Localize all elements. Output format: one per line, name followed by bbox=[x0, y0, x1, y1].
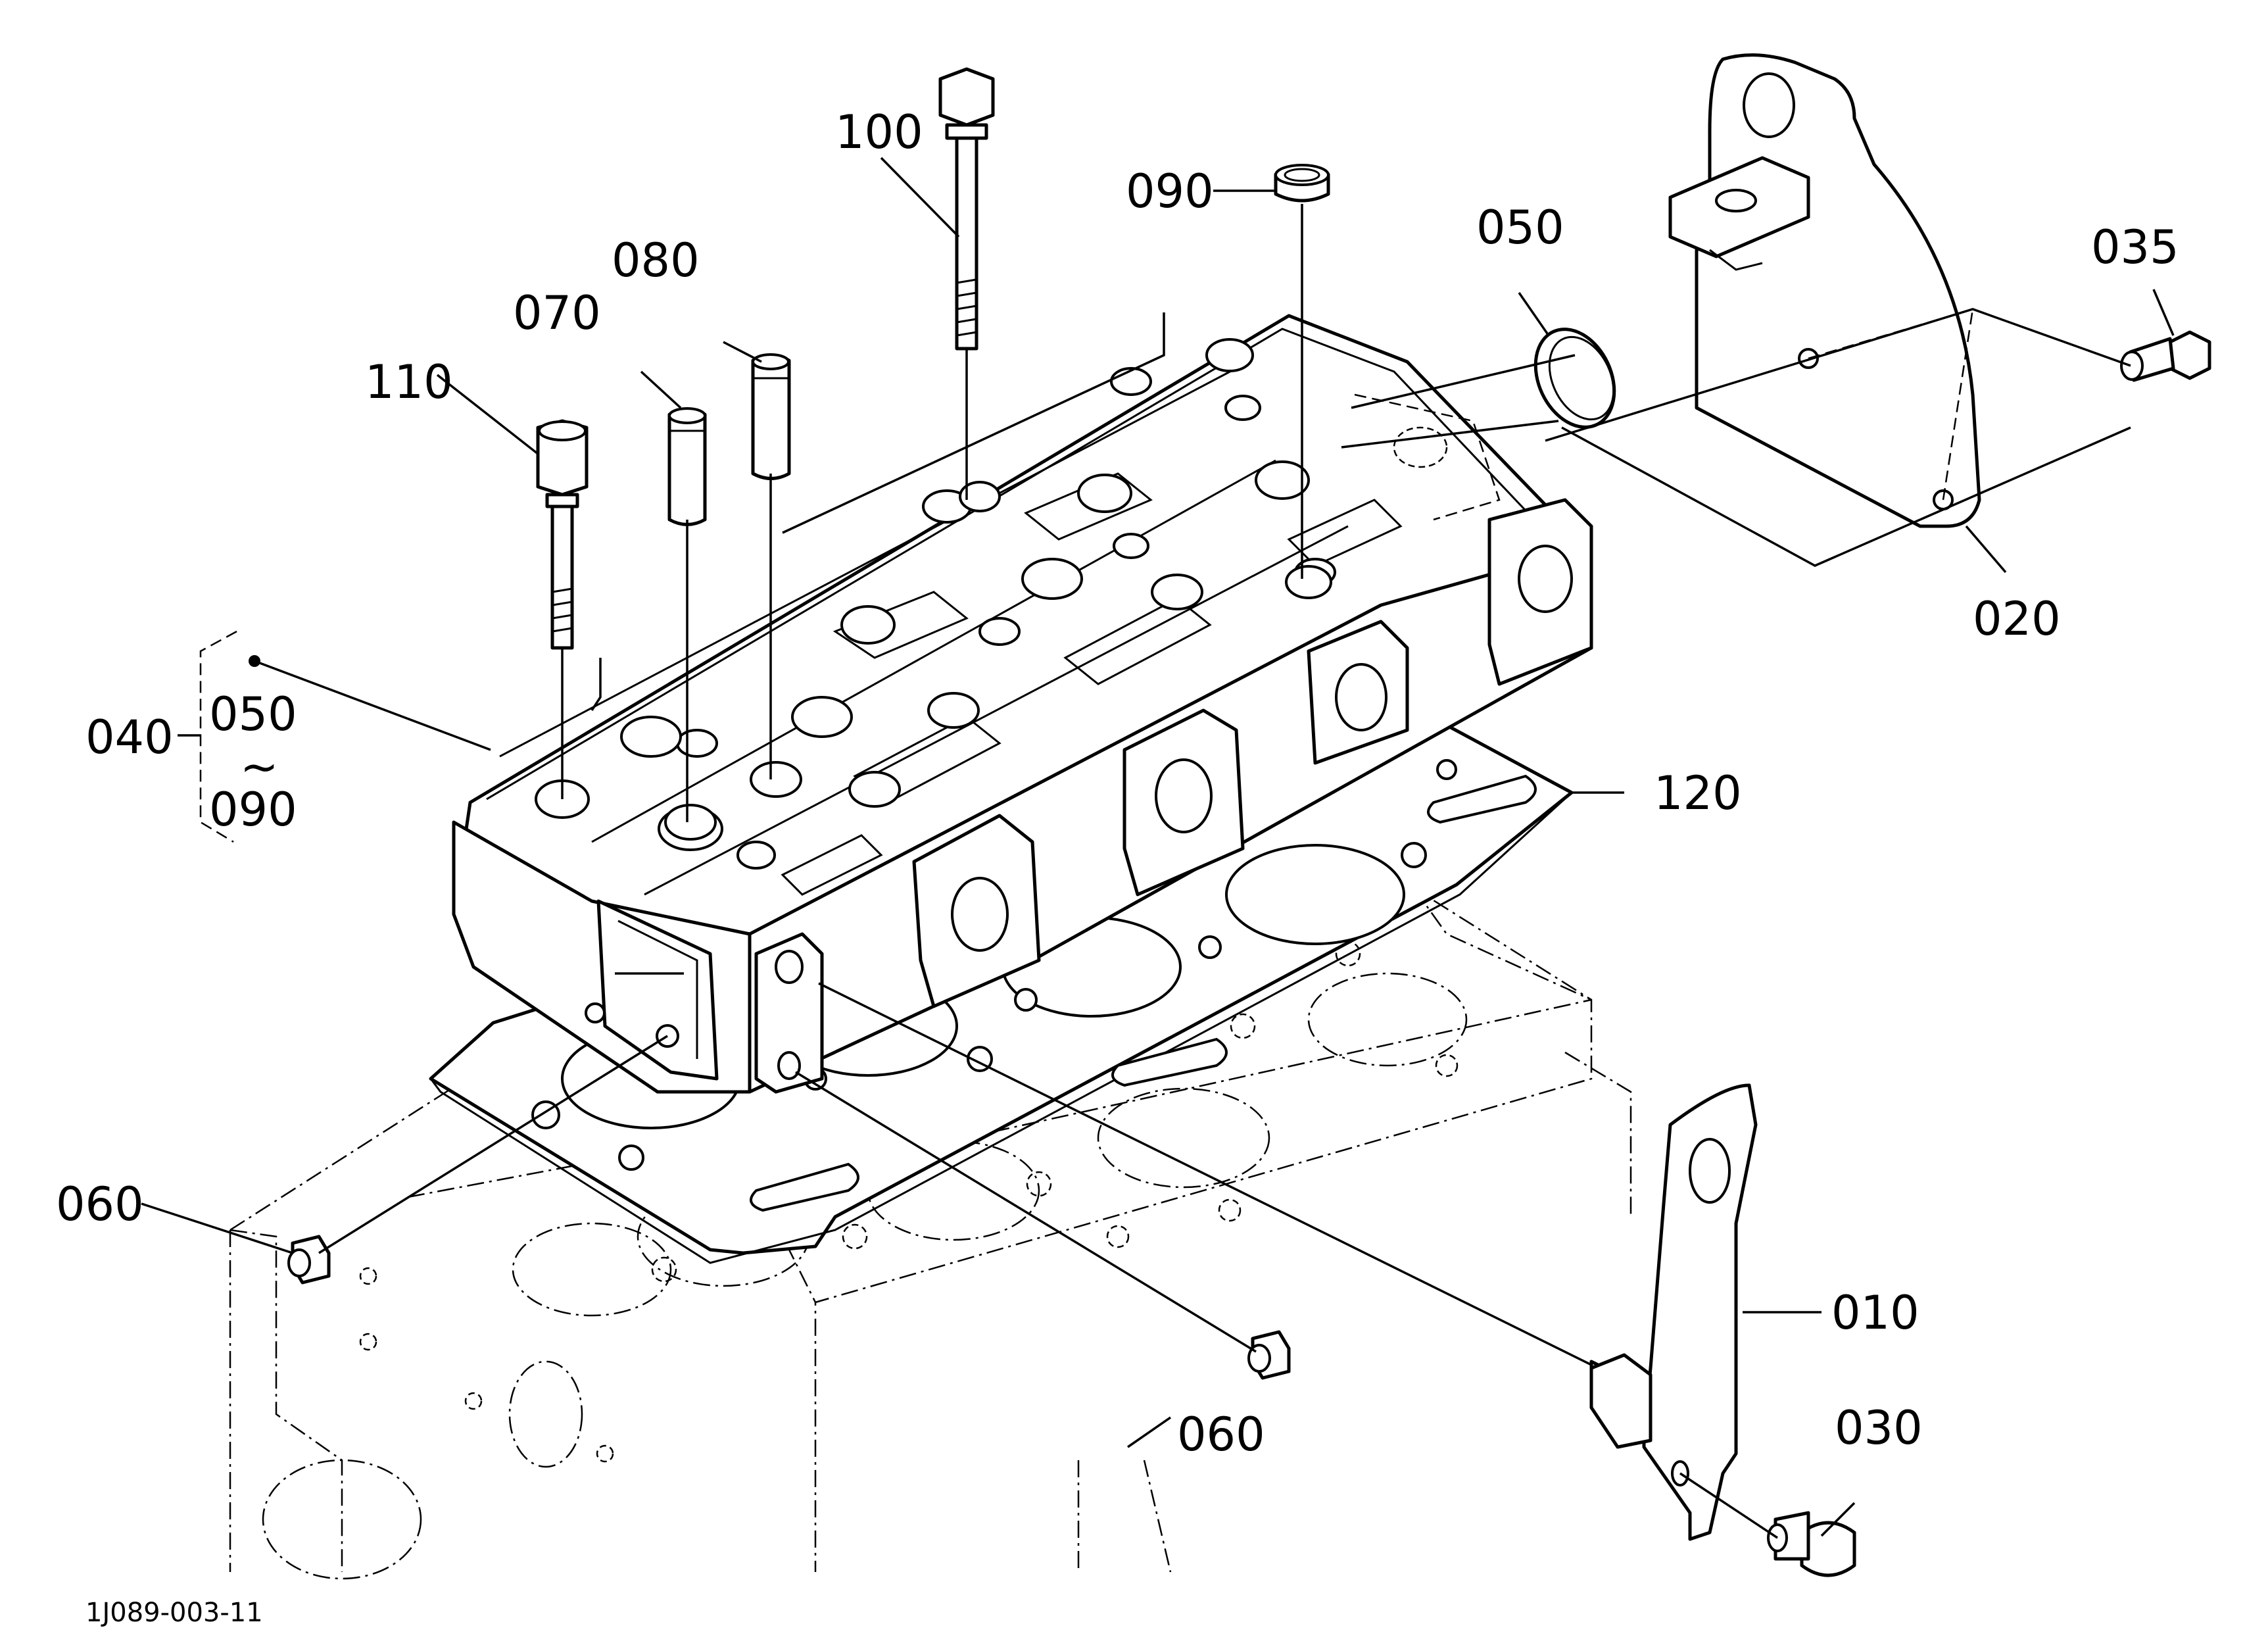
callout-040: 040 bbox=[85, 710, 174, 764]
callout-060-left: 060 bbox=[56, 1177, 144, 1231]
head-bolt-short-110 bbox=[536, 419, 589, 650]
hanger-bracket-020 bbox=[1668, 53, 1981, 528]
lower-bracket-010 bbox=[1589, 1083, 1758, 1541]
callout-090-top: 090 bbox=[1126, 164, 1214, 218]
callout-040-range-end: 090 bbox=[209, 783, 297, 837]
head-bolt-long-100 bbox=[938, 67, 995, 351]
valve-guide-070 bbox=[667, 407, 707, 526]
callout-010: 010 bbox=[1831, 1286, 1919, 1340]
callout-070: 070 bbox=[513, 286, 601, 340]
callout-labels: 100 090 050 080 070 110 035 020 040 050 … bbox=[56, 105, 2179, 1628]
bolt-030 bbox=[1767, 1511, 1856, 1577]
callout-040-range-separator: ~ bbox=[240, 740, 279, 794]
callout-020: 020 bbox=[1973, 592, 2061, 646]
plug-060-left bbox=[287, 1235, 331, 1285]
callout-120: 120 bbox=[1654, 766, 1742, 820]
cylinder-head-assembly bbox=[452, 314, 1593, 1094]
callout-060-mid: 060 bbox=[1177, 1408, 1265, 1462]
plug-050 bbox=[1533, 328, 1616, 429]
plug-060-mid bbox=[1247, 1330, 1291, 1380]
seal-ring-090 bbox=[1274, 164, 1330, 203]
assembly-bracket-040 bbox=[178, 630, 260, 843]
callout-100: 100 bbox=[835, 105, 923, 159]
callout-040-range-start: 050 bbox=[209, 687, 297, 741]
drawing-code: 1J089-003-11 bbox=[85, 1598, 263, 1628]
valve-guide-080 bbox=[751, 353, 791, 480]
callout-080: 080 bbox=[612, 234, 700, 287]
callout-035: 035 bbox=[2091, 220, 2179, 274]
bolt-035 bbox=[2120, 330, 2211, 382]
callout-110: 110 bbox=[365, 355, 453, 409]
callout-050-top: 050 bbox=[1476, 201, 1564, 255]
callout-030: 030 bbox=[1835, 1401, 1923, 1455]
leader-lines bbox=[141, 157, 2175, 1539]
